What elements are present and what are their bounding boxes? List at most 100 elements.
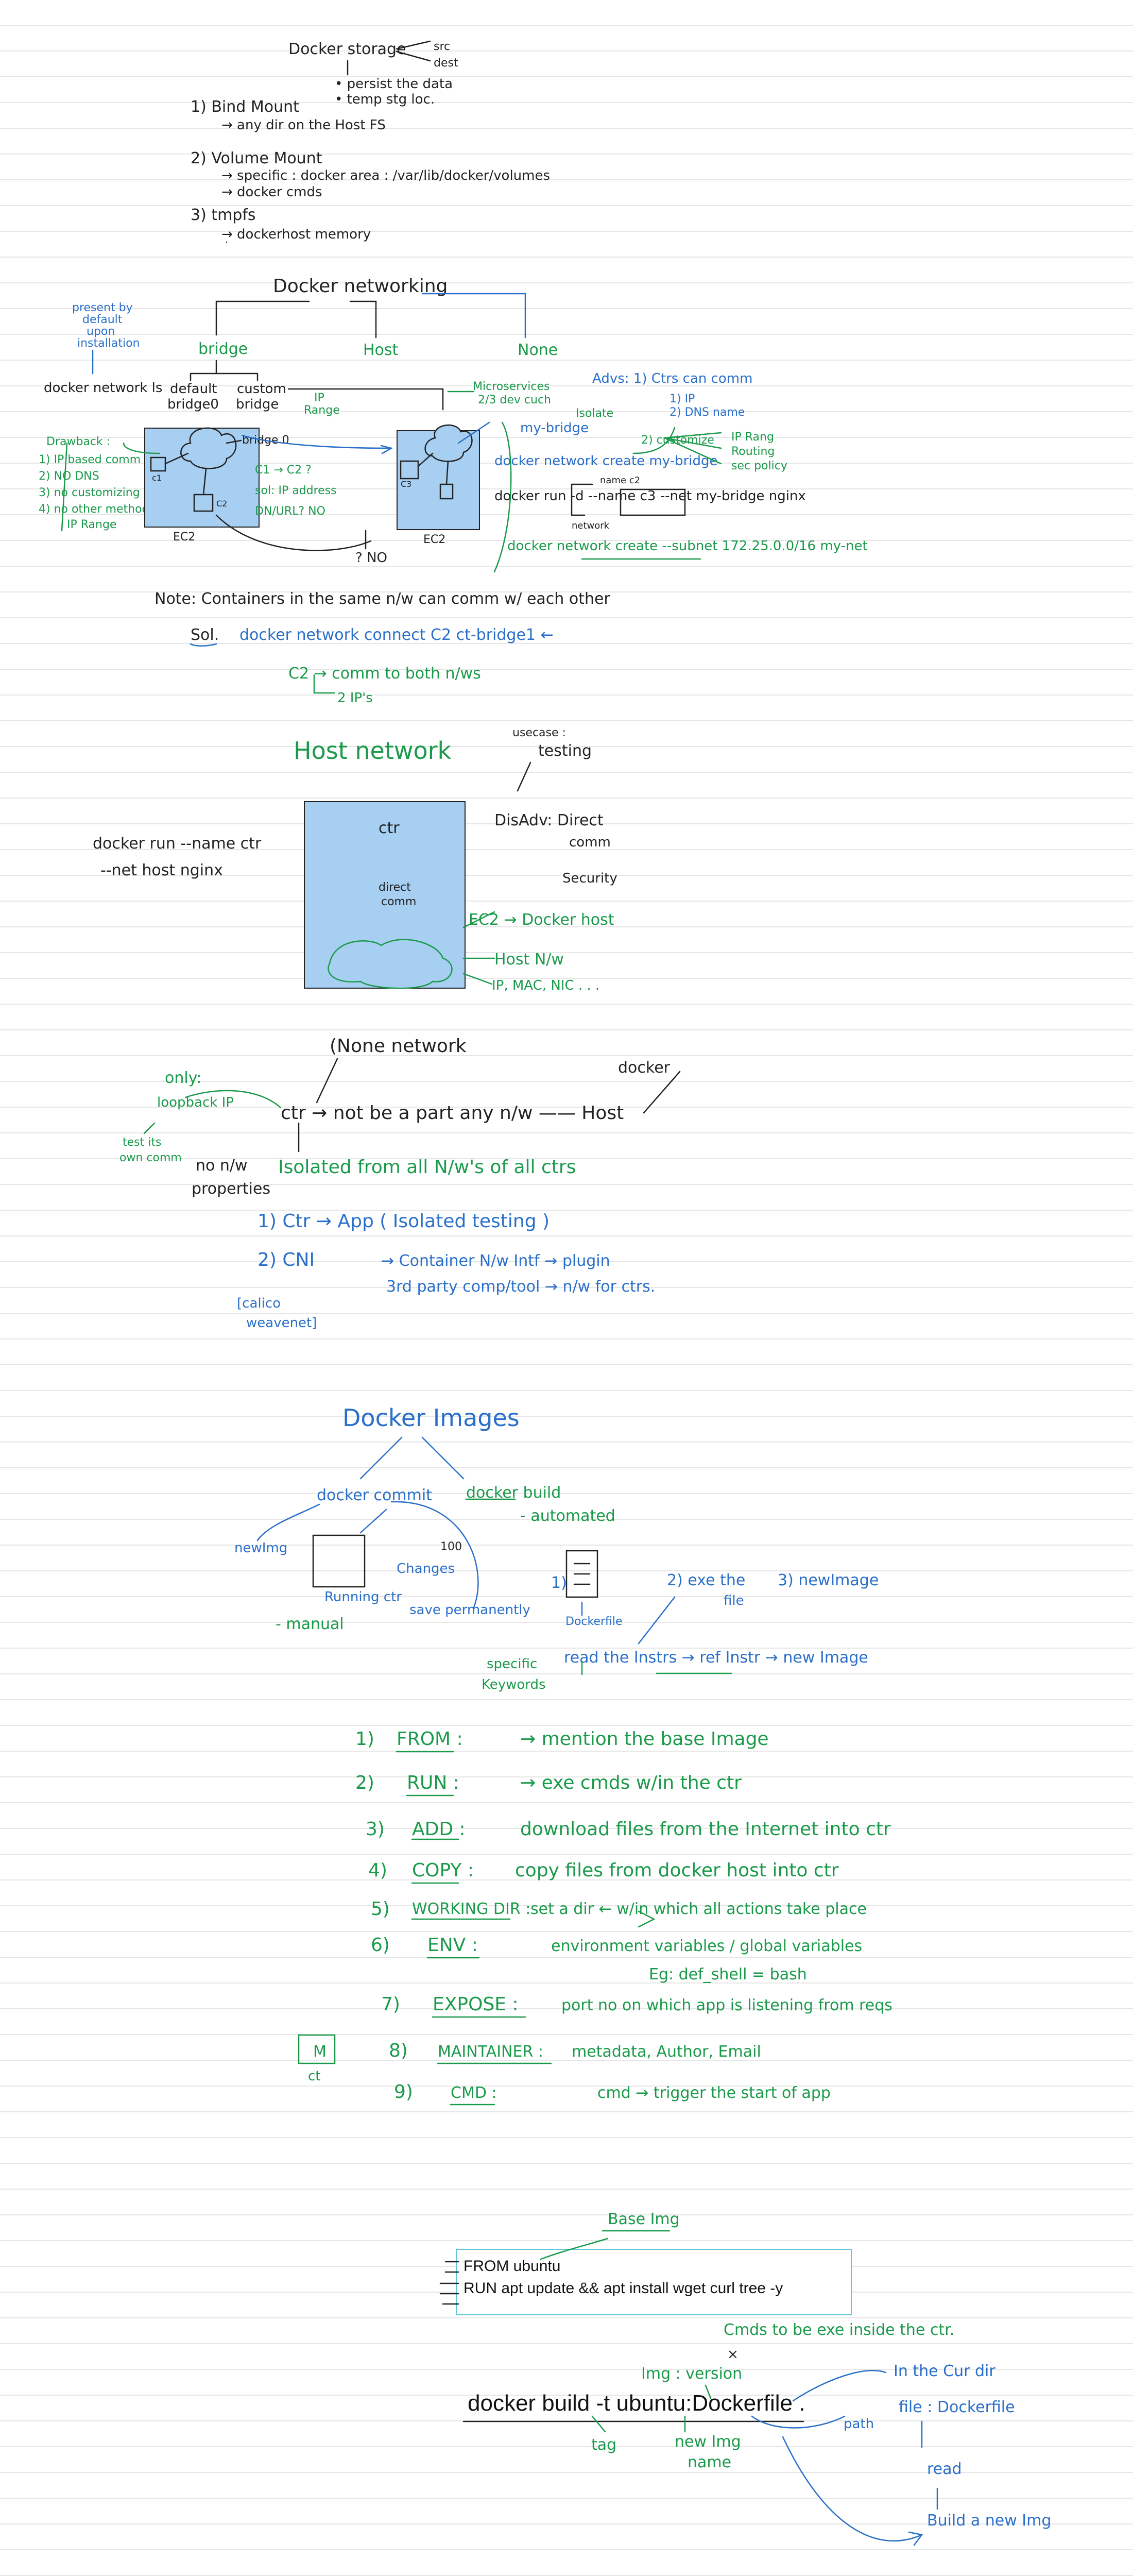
present-3: upon [87,325,115,338]
host-title: Host network [294,737,452,765]
present-4: installation [77,337,140,350]
new-img-1: new Img [675,2433,741,2451]
storage-volume-sub1: → specific : docker area : /var/lib/dock… [221,168,551,183]
images-step1: 1) [551,1574,567,1592]
micro-1: Microservices [473,380,550,393]
images-dockerfile: Dockerfile [565,1615,623,1628]
tree-bridge-line [215,300,310,336]
build-cmd: docker build -t ubuntu:Dockerfile . [468,2391,805,2416]
advs-5: IP Rang [731,431,774,444]
images-running: Running ctr [324,1589,402,1605]
base-img: Base Img [608,2210,680,2228]
images-title: Docker Images [342,1404,520,1432]
dns-no: DN/URL? NO [255,505,325,518]
kw-5-desc: set a dir ← w/in which all actions take … [530,1900,867,1918]
storage-src: src [434,40,451,53]
q-no: ? NO [355,550,387,566]
x-mark: × [727,2347,739,2362]
present-1: present by [72,301,133,314]
storage-bind-head: 1) Bind Mount [191,98,299,116]
kw-7-key: EXPOSE : [433,1994,519,2015]
host-cmd1: docker run --name ctr [93,835,262,853]
cur-dir-arrow [792,2369,887,2402]
sol-prefix: Sol. [191,626,219,644]
kw-9-key: CMD : [451,2084,497,2102]
drawback-3: 3) no customizing [39,486,140,499]
none-l2b: → Container N/w Intf → plugin [381,1252,610,1270]
advs-3: 2) DNS name [670,406,745,419]
path-label: path [844,2416,874,2432]
kw-3-desc: download files from the Internet into ct… [520,1819,891,1840]
tree-none-line [421,293,526,338]
images-step2: 2) exe the [667,1571,746,1589]
kw-3-num: 3) [366,1819,385,1840]
custom-bridge-2: bridge [236,397,279,412]
advs-1: Advs: 1) Ctrs can comm [592,371,753,386]
none-isolated: Isolated from all N/w's of all ctrs [278,1157,576,1178]
commit-to-newimg [256,1503,320,1541]
kw-2-key: RUN : [407,1772,459,1793]
commit-to-ctr [359,1509,387,1534]
kw-7-desc: port no on which app is listening from r… [561,1996,892,2014]
c3-label: C3 [401,479,412,489]
net-ls: docker network ls [44,380,163,396]
kw-8-desc: metadata, Author, Email [572,2043,761,2061]
m-label: M [313,2043,327,2061]
host-ec2: EC2 → Docker host [469,911,614,929]
present-2: default [82,313,123,326]
two-ips: 2 IP's [337,690,373,706]
advs-2: 1) IP [670,393,695,405]
kw-6-desc: environment variables / global variables [551,1937,863,1955]
kw-3-key: ADD : [412,1819,466,1840]
images-step2b: file [724,1593,744,1608]
build-new-curve [782,2436,923,2542]
drawbacks-title: Drawback : [46,435,111,448]
advs-6: Routing [731,445,775,458]
my-bridge: my-bridge [520,420,589,436]
sol-ip: sol: IP address [255,484,337,497]
docker-host-line [643,1071,681,1114]
none-pointer [316,1058,338,1104]
networking-title: Docker networking [273,276,448,297]
host-usecase: usecase : [512,726,566,739]
none-props-2: properties [192,1180,271,1198]
kw-2-num: 2) [355,1772,374,1793]
micro-2: 2/3 dev cuch [478,394,551,406]
none-docker: docker [618,1059,670,1077]
flow-up-arrow [638,1596,676,1645]
none-l3: 3rd party comp/tool → n/w for ctrs. [386,1278,656,1296]
kw-4-num: 4) [368,1860,387,1881]
calico-1: [calico [237,1296,281,1311]
tag-label: tag [591,2436,617,2454]
cmds-note: Cmds to be exe inside the ctr. [724,2321,955,2339]
none-title: (None network [330,1036,467,1057]
images-specific-2: Keywords [482,1677,546,1692]
subnet-cmd: docker network create --subnet 172.25.0.… [507,538,868,554]
testing-arrow [517,761,531,792]
kw-2-desc: → exe cmds w/in the ctr [520,1772,742,1793]
host-ctr: ctr [379,819,400,837]
build-new: Build a new Img [927,2512,1052,2530]
img-version: Img : version [641,2365,743,2383]
bridge-split [190,360,259,381]
images-commit: docker commit [317,1486,432,1504]
host-nw: Host N/w [494,951,564,969]
none-props-1: no n/w [196,1157,248,1175]
images-newimg: newImg [234,1540,288,1556]
default-bridge-2: bridge0 [167,397,219,412]
images-automated: - automated [520,1507,615,1525]
kw-6-num: 6) [371,1935,390,1956]
dockerfile-doc-box [565,1550,598,1598]
dockerfile-box [456,2249,852,2315]
c1-label: c1 [152,473,162,483]
cur-dir-1: In the Cur dir [894,2362,995,2380]
isolate: Isolate [576,407,614,420]
storage-dest: dest [434,57,458,70]
images-specific-1: specific [487,1656,538,1672]
ip-range-1: IP [314,392,324,404]
images-flow: read the Instrs → ref Instr → new Image [564,1649,868,1667]
none-only-2: loopback IP [157,1095,234,1110]
ct-label: ct [308,2069,321,2084]
ip-range-2: Range [304,404,340,417]
none-only-1: only: [165,1069,202,1087]
